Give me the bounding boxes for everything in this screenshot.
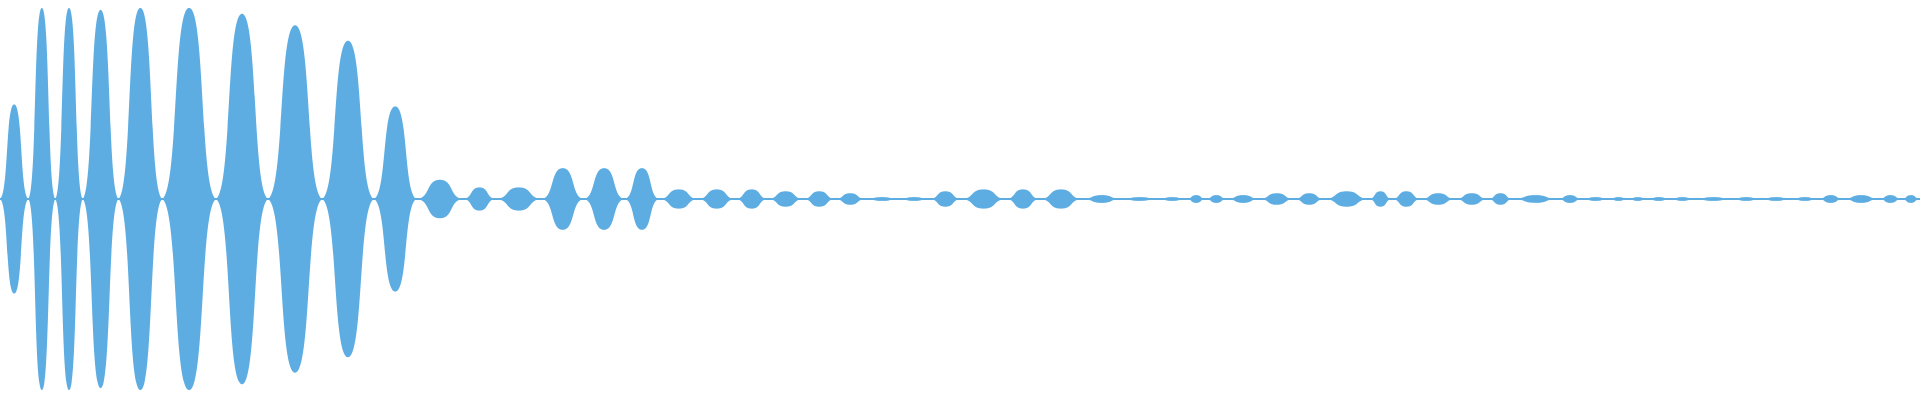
waveform-layer [0,7,1920,391]
waveform-centre-line [0,198,1920,200]
